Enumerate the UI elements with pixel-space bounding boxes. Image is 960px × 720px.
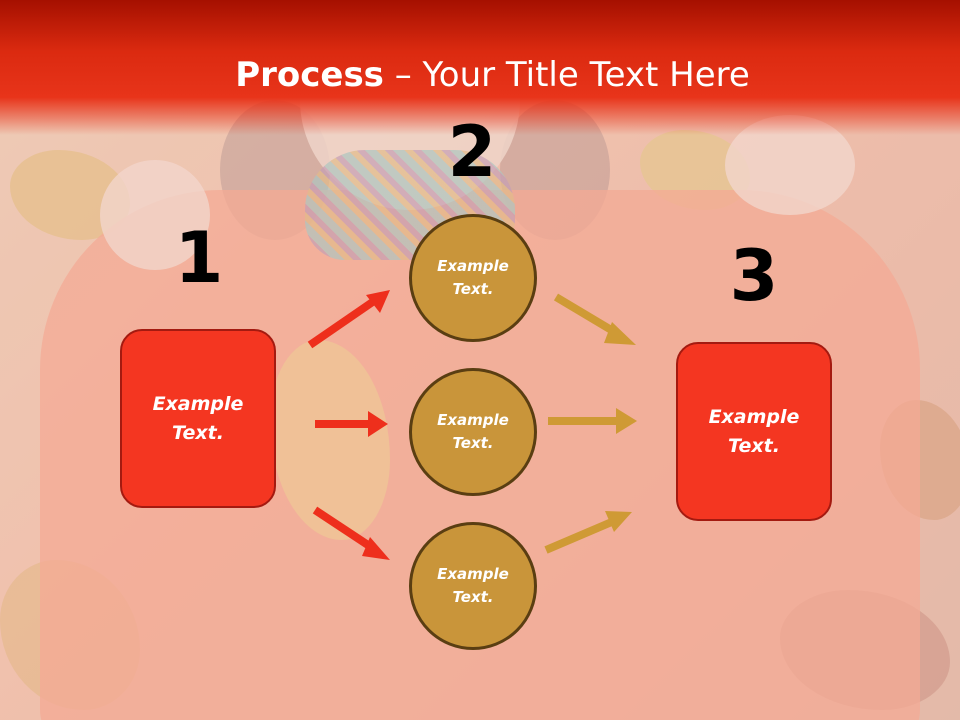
hand-shape [100,160,210,270]
step-number-3: 3 [729,235,779,317]
arrow-red-down [312,506,377,553]
right-process-box: Example Text. [676,342,832,521]
arrow-red-down-head [362,537,390,560]
step-number-1: 1 [174,217,224,299]
arrow-gold-down-head [604,322,636,345]
circle-node-bottom: Example Text. [409,522,537,650]
arrow-red-up [307,297,377,349]
arrow-gold-up-head [605,511,632,532]
right-box-label: Example Text. [708,405,800,457]
title-rest: – Your Title Text Here [383,55,750,95]
arrow-red-up-head [366,290,390,313]
arrow-red-middle-head [368,411,388,437]
circle-top-label: Example Text. [437,257,509,298]
circle-node-top: Example Text. [409,214,537,342]
title-bold: Process [235,55,384,95]
arrow-gold-middle-head [616,408,637,434]
left-process-box: Example Text. [120,329,276,508]
slide-title: Process – Your Title Text Here [0,52,960,98]
step-number-2: 2 [447,111,497,193]
left-box-label: Example Text. [152,392,244,444]
circle-middle-label: Example Text. [437,411,509,452]
title-bar [0,0,960,135]
arrow-gold-down [553,293,621,338]
arrow-gold-up [544,517,616,554]
circle-node-middle: Example Text. [409,368,537,496]
circle-bottom-label: Example Text. [437,565,509,606]
